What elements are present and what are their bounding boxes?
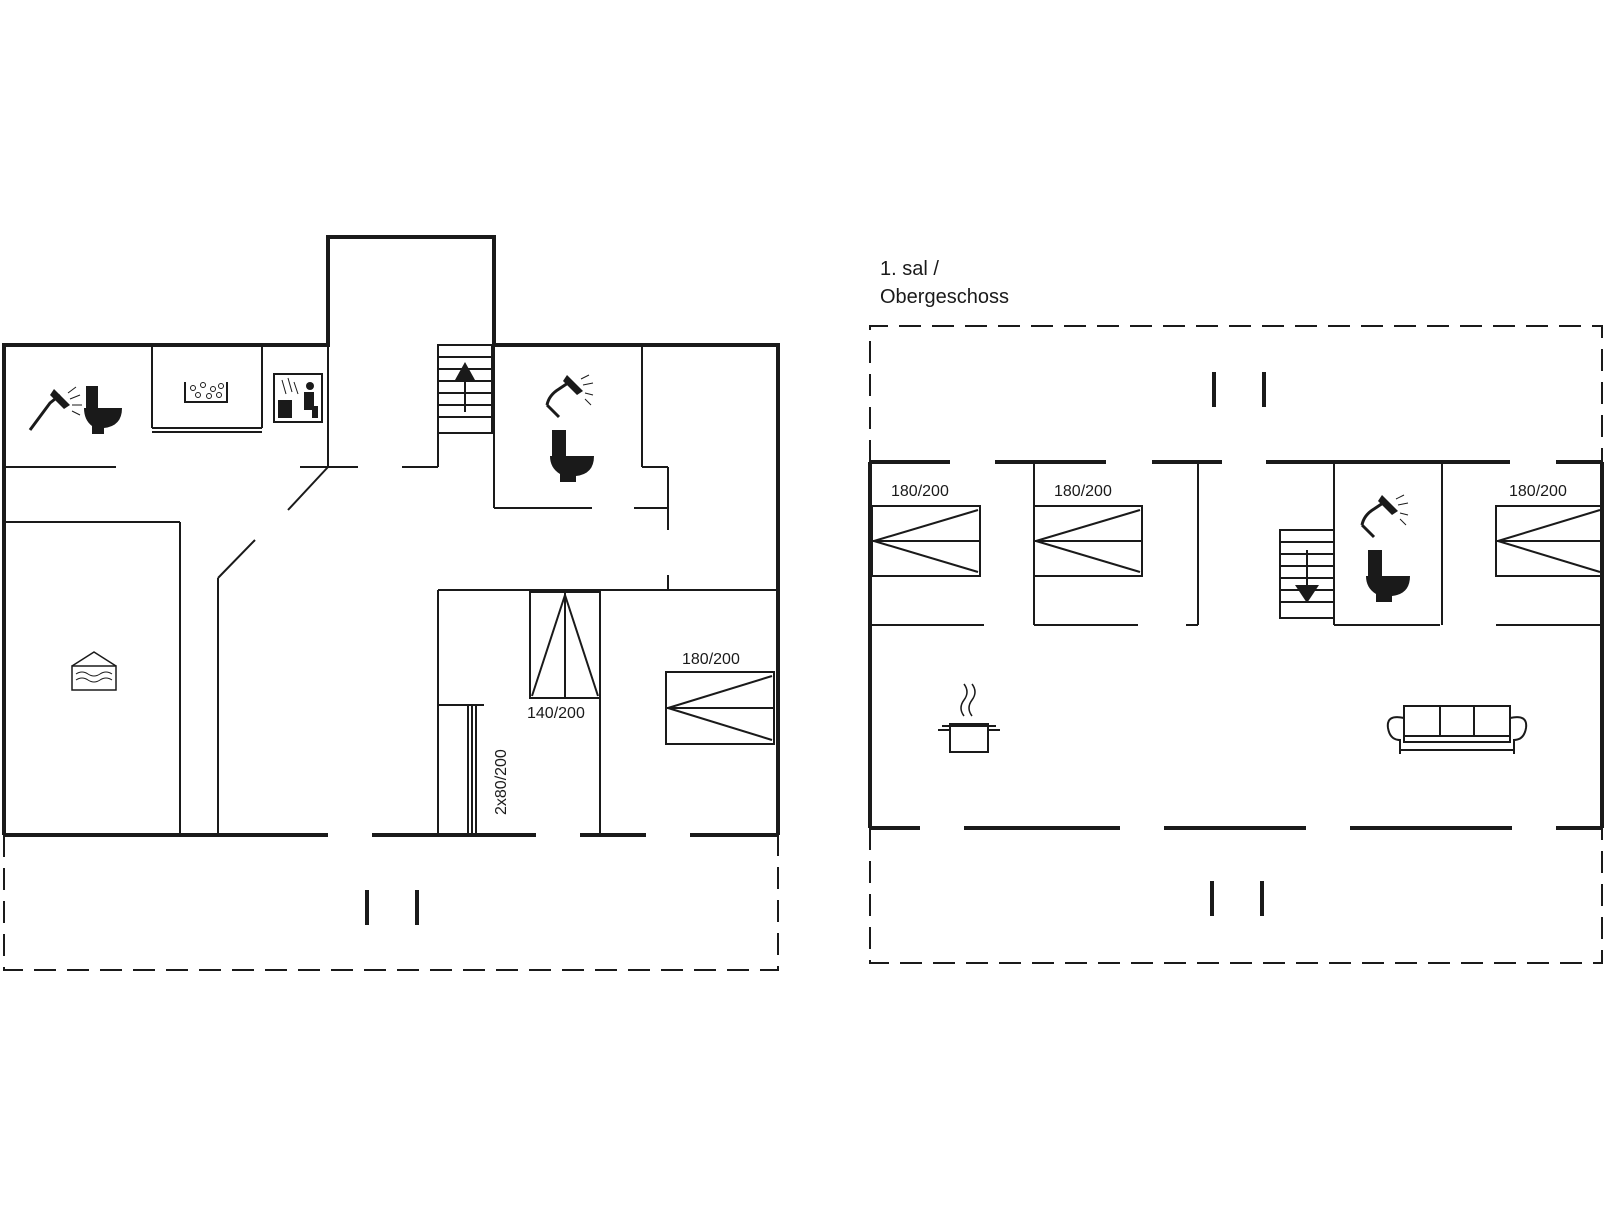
bed-180-upper-2: 180/200 (1033, 483, 1143, 577)
shower-icon-3 (1360, 494, 1409, 539)
shower-icon (28, 386, 82, 431)
upper-floor-title: 1. sal / Obergeschoss (880, 255, 1009, 311)
upper-roof-outline-bottom (869, 828, 1603, 964)
toilet-icon (84, 386, 122, 434)
bed-180-ground: 180/200 (665, 651, 775, 745)
shower-icon-2 (545, 374, 594, 419)
upper-roof-outline-top (869, 325, 1603, 462)
stairs-up-icon (437, 344, 493, 434)
toilet-icon-3 (1366, 550, 1410, 602)
sofa-icon (1386, 705, 1528, 754)
bed-180-upper-2-label: 180/200 (1054, 483, 1112, 500)
toilet-icon-2 (550, 430, 594, 482)
bed-180-upper-1: 180/200 (871, 483, 981, 577)
utility-room-icon (71, 651, 117, 691)
ground-floor: 140/200 2x80/200 180/200 (2, 235, 780, 971)
ground-interior-walls (4, 345, 778, 835)
bed-140-label: 140/200 (527, 705, 585, 722)
upper-door-marks-top (1212, 372, 1266, 407)
bed-twin-label: 2x80/200 (493, 749, 510, 815)
ground-terrace-door-marks (365, 890, 419, 925)
ground-outer-wall (2, 235, 780, 835)
upper-floor: 180/200 180/200 180/200 (868, 325, 1604, 964)
bed-180-ground-label: 180/200 (682, 651, 740, 668)
bed-140: 140/200 (527, 591, 601, 722)
bed-180-upper-3-label: 180/200 (1509, 483, 1567, 500)
bed-twin: 2x80/200 (467, 704, 510, 836)
bed-180-upper-3: 180/200 (1495, 483, 1603, 577)
cooking-pot-icon (938, 683, 1000, 753)
sauna-icon (273, 373, 323, 423)
upper-door-marks-bottom (1210, 881, 1264, 916)
upper-floor-title-line2: Obergeschoss (880, 286, 1009, 308)
ground-terrace-outline (3, 835, 779, 971)
upper-floor-title-line1: 1. sal / (880, 258, 939, 280)
bed-180-upper-1-label: 180/200 (891, 483, 949, 500)
upper-outer-walls (868, 460, 1604, 830)
stairs-down-icon (1279, 529, 1335, 619)
whirlpool-icon (184, 382, 228, 403)
